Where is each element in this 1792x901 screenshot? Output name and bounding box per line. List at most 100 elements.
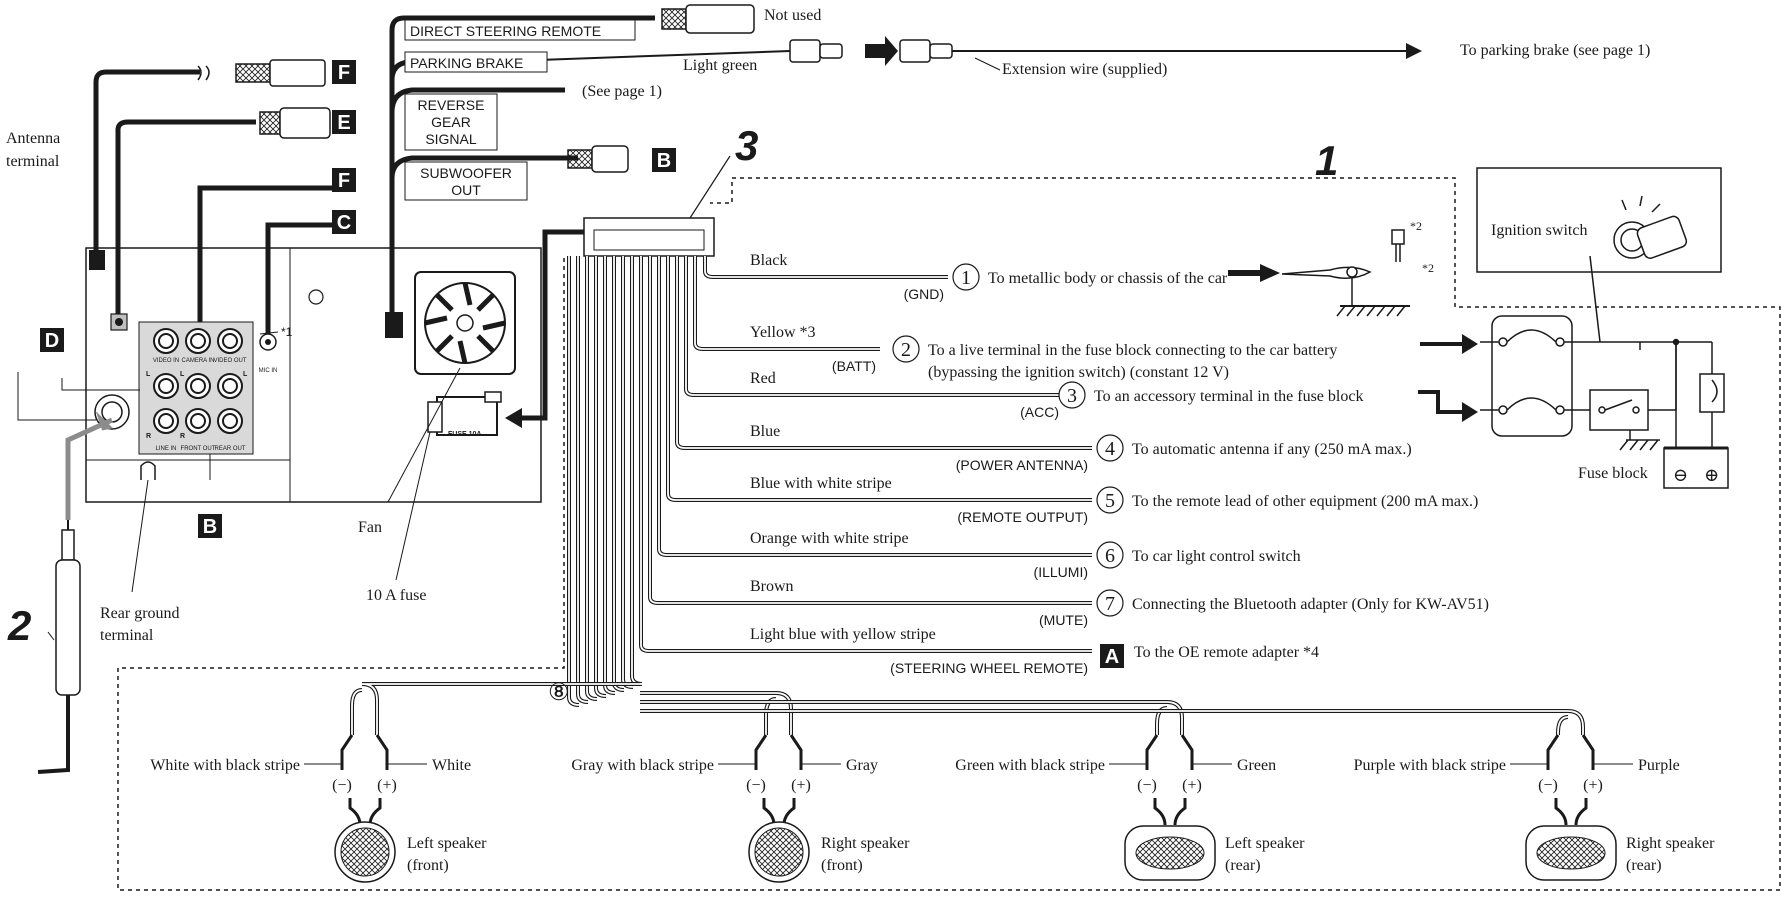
- svg-text:Green with black stripe: Green with black stripe: [955, 757, 1105, 774]
- harness-wire-bundle: [567, 256, 643, 707]
- svg-text:D: D: [45, 330, 59, 352]
- label-ignition-switch: Ignition switch: [1491, 222, 1587, 239]
- fuse-block-diagram: [1476, 167, 1729, 489]
- label-subwoofer: SUBWOOFER: [420, 165, 512, 181]
- wire-signal-label: (MUTE): [1039, 612, 1088, 628]
- unit-cable-antenna-plug: [89, 250, 105, 270]
- bundle-inner: [568, 256, 580, 706]
- label-extension-wire: Extension wire (supplied): [1002, 61, 1167, 78]
- wire-description: To the remote lead of other equipment (2…: [1132, 493, 1478, 510]
- wire-number: 5: [1105, 490, 1115, 512]
- badge-f: F: [332, 60, 356, 84]
- wire-description: To a live terminal in the fuse block con…: [928, 342, 1337, 359]
- unit-cable-bundle: [385, 312, 403, 338]
- big-numbers: 1 2 3: [7, 122, 1338, 649]
- wire-inner: [667, 256, 1092, 501]
- wire-color-label: Blue with white stripe: [750, 475, 892, 492]
- wire-row: 2 Yellow *3 (BATT) To a live terminal in th…: [693, 256, 1337, 381]
- wire-signal-label: (BATT): [832, 358, 876, 374]
- wire-number-ring: [952, 263, 980, 291]
- jack-label: LINE IN: [155, 446, 176, 452]
- wire-signal-label: (ACC): [1020, 404, 1059, 420]
- wire-inner: [704, 256, 948, 278]
- channel-mark: L: [146, 371, 151, 378]
- rca-jack-ring: [222, 333, 238, 349]
- wire-number-ring: [1096, 589, 1124, 617]
- text-layer: DIRECT STEERING REMOTE PARKING BRAKE REV…: [281, 19, 636, 438]
- svg-text:(front): (front): [821, 857, 863, 874]
- svg-text:F: F: [338, 62, 350, 84]
- wire-signal-label: (GND): [904, 286, 944, 302]
- serif-labels: Not used Light green Extension wire (sup…: [6, 7, 1719, 706]
- wire-inner: [649, 256, 1092, 604]
- wire-number-ring: [1096, 486, 1124, 514]
- wire-number-ring: [1058, 381, 1086, 409]
- label-rear-ground-2: terminal: [100, 627, 154, 644]
- wire-inner: [658, 256, 1092, 556]
- jack-label: VIDEO OUT: [213, 358, 246, 364]
- label-star2-top: *2: [1410, 219, 1422, 233]
- wire-description: To automatic antenna if any (250 mA max.…: [1132, 441, 1412, 458]
- badge-d: D: [40, 328, 64, 352]
- label-signal: SIGNAL: [425, 131, 477, 147]
- badge-e: E: [332, 110, 356, 134]
- svg-text:(−): (−): [746, 777, 766, 794]
- label-reverse: REVERSE: [418, 97, 485, 113]
- box-subwoofer: [404, 161, 528, 201]
- rca-jack-ring: [158, 378, 174, 394]
- label-star1: *1: [281, 325, 293, 339]
- jack-label: MIC IN: [259, 368, 278, 374]
- wire-number: 6: [1105, 545, 1115, 567]
- wire-color-label: Light blue with yellow stripe: [750, 626, 936, 643]
- wire-signal-label: (STEERING WHEEL REMOTE): [890, 660, 1088, 676]
- wire-inner: [676, 256, 1092, 449]
- badge-f: F: [332, 168, 356, 192]
- wire-inner: [685, 256, 1063, 396]
- wire-color-label: Yellow *3: [750, 324, 816, 341]
- svg-text:Purple: Purple: [1638, 757, 1680, 774]
- big-number-1: 1: [1315, 137, 1338, 184]
- wire-number-ring: [1096, 434, 1124, 462]
- ground-terminal: [1281, 229, 1410, 317]
- fuse-socket: [427, 391, 502, 436]
- svg-text:Gray with black stripe: Gray with black stripe: [571, 757, 714, 774]
- badge-b: B: [652, 148, 676, 172]
- label-speaker-num: ⑧: [548, 680, 570, 706]
- rca-jack-ring: [222, 378, 238, 394]
- antenna-plug: [37, 411, 114, 774]
- badge-c: C: [332, 210, 356, 234]
- badge-b: B: [198, 514, 222, 538]
- label-antenna-1: Antenna: [6, 130, 60, 147]
- label-fuse-block: Fuse block: [1578, 465, 1648, 482]
- wire-color-label: Blue: [750, 423, 780, 440]
- svg-text:White with black stripe: White with black stripe: [150, 757, 300, 774]
- svg-text:(−): (−): [332, 777, 352, 794]
- wire-number: 2: [901, 339, 911, 361]
- jack-label: VIDEO IN: [153, 358, 179, 364]
- wire-color-label: Brown: [750, 578, 794, 595]
- cable-break-mark: [197, 65, 210, 81]
- svg-text:(rear): (rear): [1626, 857, 1662, 874]
- wire-number-ring: [1096, 541, 1124, 569]
- label-parking-brake: PARKING BRAKE: [410, 55, 523, 71]
- wire-description-2: (bypassing the ignition switch) (constan…: [928, 364, 1229, 381]
- wire-outer: [639, 256, 1092, 653]
- label-gear: GEAR: [431, 114, 471, 130]
- svg-text:C: C: [337, 212, 351, 234]
- wire-outer: [703, 256, 948, 279]
- label-out: OUT: [451, 182, 481, 198]
- svg-text:B: B: [657, 150, 671, 172]
- svg-text:White: White: [432, 757, 471, 774]
- wire-description: Connecting the Bluetooth adapter (Only f…: [1132, 596, 1489, 613]
- svg-text:B: B: [203, 516, 217, 538]
- label-light-green: Light green: [683, 57, 757, 74]
